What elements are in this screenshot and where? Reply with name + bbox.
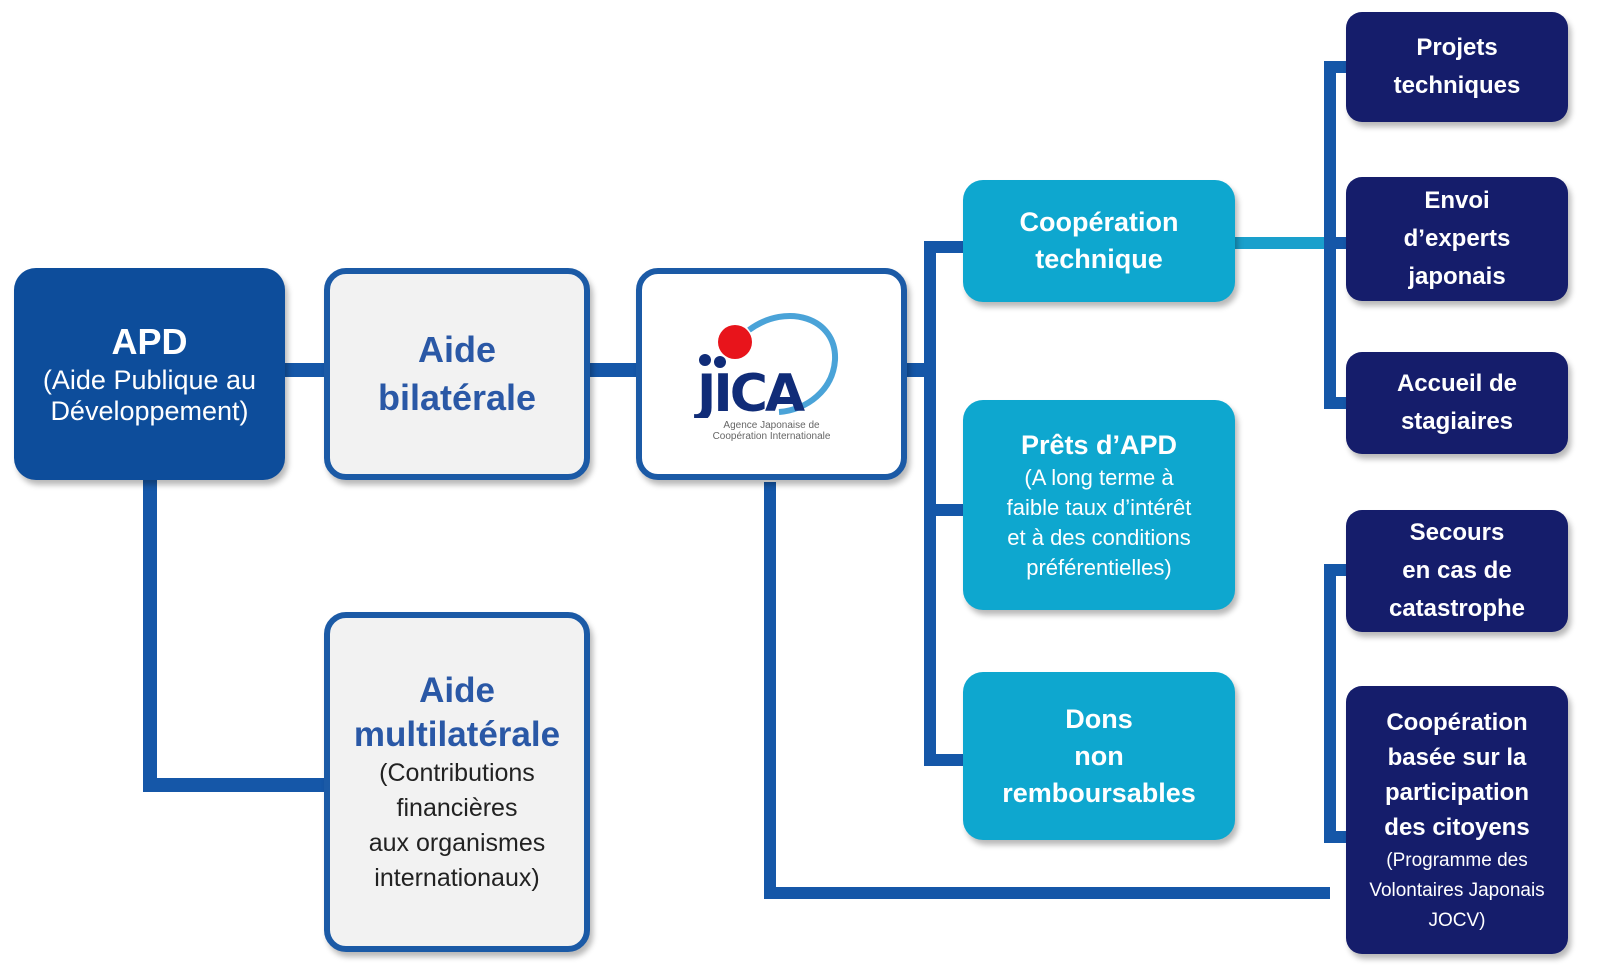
- citoyens-detail-2: Volontaires Japonais: [1369, 879, 1545, 901]
- multilateral-title-2: multilatérale: [353, 715, 561, 754]
- apd-box: APD (Aide Publique au Développement): [14, 268, 285, 480]
- jica-logo: JICA: [694, 313, 838, 418]
- bilateral-line-1: Aide: [417, 329, 496, 370]
- envoi-line-3: japonais: [1408, 263, 1506, 290]
- jica-logo-i-dot: [698, 354, 711, 366]
- accueil-line-1: Accueil de: [1396, 370, 1518, 397]
- envoi-experts-box: Envoi d’experts japonais: [1346, 177, 1568, 301]
- prets-line-2: faible taux d’intérêt: [1006, 494, 1192, 520]
- jica-tagline-1: Agence Japonaise de: [723, 420, 820, 431]
- cooperation-technique-line-2: technique: [1035, 244, 1163, 274]
- citoyens-detail-1: (Programme des: [1386, 849, 1528, 871]
- jica-tagline-2: Coopération Internationale: [712, 431, 831, 442]
- jica-logo-text: JICA: [694, 364, 805, 418]
- jica-logo-i-dot-2: [713, 356, 726, 368]
- jica-logo-swoosh: [746, 313, 838, 415]
- multilateral-title-1: Aide: [419, 671, 495, 710]
- citoyens-line-4: des citoyens: [1384, 813, 1530, 841]
- jica-logo-red-dot: [717, 325, 752, 359]
- apd-line-2: Développement): [50, 396, 249, 426]
- projets-line-1: Projets: [1416, 34, 1498, 61]
- bilateral-line-2: bilatérale: [377, 377, 537, 418]
- connector-jica-citizens: [764, 482, 1330, 899]
- accueil-stagiaires-box: Accueil de stagiaires: [1346, 352, 1568, 454]
- accueil-line-2: stagiaires: [1400, 408, 1514, 435]
- connector-schemes-bracket: [924, 241, 990, 766]
- dons-line-3: remboursables: [1002, 777, 1196, 808]
- connector-apd-multilateral: [143, 480, 330, 792]
- multilateral-box: Aide multilatérale (Contributions financ…: [324, 612, 590, 952]
- cooperation-technique-box: Coopération technique: [963, 180, 1235, 302]
- citoyens-line-1: Coopération: [1386, 708, 1528, 736]
- secours-line-2: en cas de: [1402, 557, 1512, 584]
- projets-line-2: techniques: [1393, 72, 1521, 99]
- cooperation-technique-line-1: Coopération: [1019, 207, 1179, 237]
- prets-title: Prêts d’APD: [1020, 429, 1178, 460]
- dons-line-2: non: [1074, 740, 1124, 771]
- dons-line-1: Dons: [1065, 703, 1133, 734]
- cooperation-citoyens-box: Coopération basée sur la participation d…: [1346, 686, 1568, 954]
- projets-techniques-box: Projets techniques: [1346, 12, 1568, 122]
- jica-box: JICA Agence Japonaise de Coopération Int…: [636, 268, 907, 480]
- apd-title: APD: [111, 321, 188, 362]
- secours-box: Secours en cas de catastrophe: [1346, 510, 1568, 632]
- apd-line-1: (Aide Publique au: [42, 365, 257, 395]
- multilateral-detail-3: aux organismes: [368, 829, 546, 857]
- prets-line-1: (A long terme à: [1024, 464, 1174, 490]
- secours-line-3: catastrophe: [1388, 595, 1526, 622]
- dons-box: Dons non remboursables: [963, 672, 1235, 840]
- multilateral-detail-1: (Contributions: [379, 759, 535, 787]
- envoi-line-1: Envoi: [1424, 187, 1490, 214]
- citoyens-line-2: basée sur la: [1387, 743, 1527, 771]
- citoyens-detail-3: JOCV): [1428, 909, 1486, 931]
- secours-line-1: Secours: [1409, 519, 1505, 546]
- bilateral-box: Aide bilatérale: [324, 268, 590, 480]
- prets-box: Prêts d’APD (A long terme à faible taux …: [963, 400, 1235, 610]
- multilateral-detail-4: internationaux): [374, 864, 540, 892]
- multilateral-detail-2: financières: [396, 794, 518, 822]
- prets-line-3: et à des conditions: [1007, 524, 1191, 550]
- envoi-line-2: d’experts: [1403, 225, 1511, 252]
- citoyens-line-3: participation: [1384, 778, 1529, 806]
- prets-line-4: préférentielles): [1026, 554, 1172, 580]
